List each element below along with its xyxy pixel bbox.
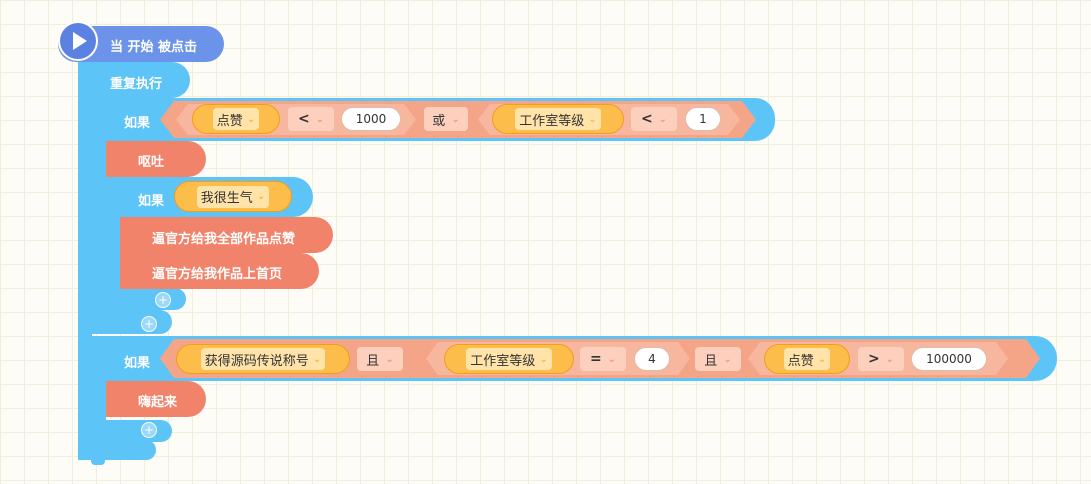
var-angry-label: 我很生气 — [200, 191, 253, 206]
chevron-down-icon: ⌄ — [817, 353, 827, 365]
if2-footer — [92, 420, 172, 442]
chevron-down-icon: ⌄ — [312, 353, 322, 365]
chevron-down-icon: ⌄ — [885, 353, 895, 365]
logic-or-select[interactable]: 或⌄ — [424, 107, 468, 131]
logic-and-2-label: 且 — [704, 353, 718, 369]
var-studio-level-2-label: 工作室等级 — [470, 353, 536, 369]
var-likes-2[interactable]: 点赞⌄ — [764, 344, 850, 374]
repeat-block-header[interactable]: 重复执行 — [78, 62, 190, 98]
operator-lt-1[interactable]: <⌄ — [288, 107, 334, 131]
logic-and-select-1[interactable]: 且⌄ — [357, 347, 403, 371]
repeat-label: 重复执行 — [110, 77, 163, 92]
logic-and-select-2[interactable]: 且⌄ — [695, 347, 741, 371]
repeat-block-arm — [78, 56, 92, 460]
logic-or-label: 或 — [432, 113, 446, 129]
if-inner-label: 如果 — [138, 194, 165, 209]
vomit-label: 呕吐 — [138, 155, 165, 170]
play-icon[interactable] — [58, 21, 98, 61]
force-home-action-block[interactable]: 逼官方给我作品上首页 — [120, 253, 319, 289]
repeat-notch — [91, 460, 105, 465]
chevron-down-icon: ⌄ — [385, 353, 394, 365]
chevron-down-icon: ⌄ — [723, 353, 732, 365]
chevron-down-icon: ⌄ — [246, 113, 256, 125]
chevron-down-icon: ⌄ — [539, 353, 548, 365]
var-legend-title-label: 获得源码传说称号 — [204, 353, 309, 369]
chevron-down-icon: ⌄ — [607, 353, 617, 365]
operator-gt-label: > — [867, 351, 880, 367]
chevron-down-icon: ⌄ — [315, 113, 325, 125]
operator-eq-label: = — [589, 351, 602, 367]
if2-add-icon[interactable]: + — [141, 422, 157, 438]
value-input-4[interactable]: 4 — [634, 347, 670, 371]
operator-lt-1-label: < — [297, 111, 310, 127]
celebrate-action-block[interactable]: 嗨起来 — [106, 381, 206, 417]
if1-arm — [92, 98, 106, 320]
operator-lt-2-label: < — [640, 111, 653, 127]
if-inner-add-icon[interactable]: + — [155, 292, 171, 308]
force-like-label: 逼官方给我全部作品点赞 — [152, 232, 296, 247]
var-studio-level-1[interactable]: 工作室等级⌄ — [492, 104, 624, 134]
logic-and-1-label: 且 — [366, 353, 380, 369]
var-likes-1-label: 点赞 — [216, 113, 243, 129]
var-studio-level-2[interactable]: 工作室等级⌄ — [444, 344, 574, 374]
var-likes-1[interactable]: 点赞⌄ — [192, 104, 280, 134]
if1-label: 如果 — [124, 116, 151, 131]
var-studio-level-1-label: 工作室等级 — [519, 113, 585, 129]
repeat-block-footer — [78, 440, 156, 460]
operator-lt-2[interactable]: <⌄ — [631, 107, 677, 131]
operator-gt[interactable]: >⌄ — [858, 347, 904, 371]
value-input-1000[interactable]: 1000 — [341, 107, 401, 131]
event-label: 当 开始 被点击 — [110, 40, 198, 55]
var-angry[interactable]: 我很生气⌄ — [174, 181, 292, 212]
chevron-down-icon: ⌄ — [588, 113, 597, 125]
chevron-down-icon: ⌄ — [256, 191, 266, 202]
force-like-action-block[interactable]: 逼官方给我全部作品点赞 — [120, 217, 333, 253]
if1-add-icon[interactable]: + — [141, 316, 157, 332]
chevron-down-icon: ⌄ — [451, 113, 460, 125]
force-home-label: 逼官方给我作品上首页 — [152, 267, 283, 282]
operator-eq[interactable]: =⌄ — [580, 347, 626, 371]
var-legend-title[interactable]: 获得源码传说称号⌄ — [176, 344, 350, 374]
celebrate-label: 嗨起来 — [138, 395, 178, 410]
var-likes-2-label: 点赞 — [787, 353, 814, 369]
value-input-1[interactable]: 1 — [685, 107, 721, 131]
if1-footer — [92, 310, 172, 334]
if2-label: 如果 — [124, 356, 151, 371]
value-input-100000[interactable]: 100000 — [911, 347, 987, 371]
vomit-action-block[interactable]: 呕吐 — [106, 141, 206, 177]
chevron-down-icon: ⌄ — [658, 113, 668, 125]
if-inner-footer — [106, 288, 186, 310]
